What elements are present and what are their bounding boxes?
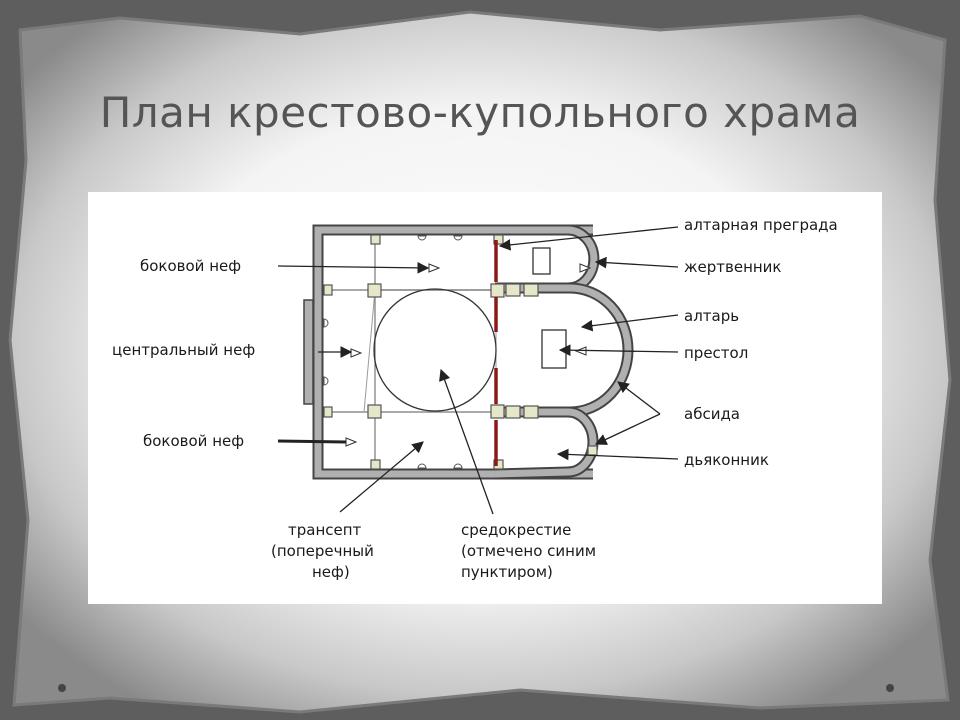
- label-side-nave-top: боковой неф: [140, 257, 241, 275]
- walls: [312, 224, 634, 480]
- label-transept-line1: трансепт: [288, 521, 362, 539]
- prothesis-table: [532, 247, 551, 275]
- label-throne: престол: [684, 344, 748, 362]
- label-central-nave: центральный неф: [112, 341, 255, 359]
- crossing-lines: [363, 289, 497, 413]
- wall-niches: [323, 235, 463, 469]
- label-crossing-line3: пунктиром): [461, 563, 553, 581]
- church-plan-figure: алтарная преграда жертвенник алтарь прес…: [88, 192, 882, 604]
- label-diaconicon: дьяконник: [684, 451, 769, 469]
- label-crossing-line2: (отмечено синим: [461, 542, 596, 560]
- label-apse: абсида: [684, 405, 740, 423]
- label-altar: алтарь: [684, 307, 739, 325]
- corner-dot-right: [886, 684, 894, 692]
- label-altar-screen: алтарная преграда: [684, 216, 838, 234]
- label-transept-line2: (поперечный: [271, 542, 374, 560]
- slide-title: План крестово-купольного храма: [99, 88, 861, 137]
- label-crossing-line1: средокрестие: [461, 521, 571, 539]
- label-transept-line3: неф): [312, 563, 350, 581]
- west-porch: [303, 299, 314, 405]
- leader-arrows: [277, 226, 679, 515]
- pillars: [323, 234, 598, 470]
- label-prothesis: жертвенник: [684, 258, 782, 276]
- corner-dot-left: [58, 684, 66, 692]
- dome-circle: [373, 288, 497, 412]
- nave-grid: [324, 238, 496, 468]
- church-plan-diagram: алтарная преграда жертвенник алтарь прес…: [112, 216, 838, 581]
- throne: [541, 329, 567, 369]
- label-side-nave-bottom: боковой неф: [143, 432, 244, 450]
